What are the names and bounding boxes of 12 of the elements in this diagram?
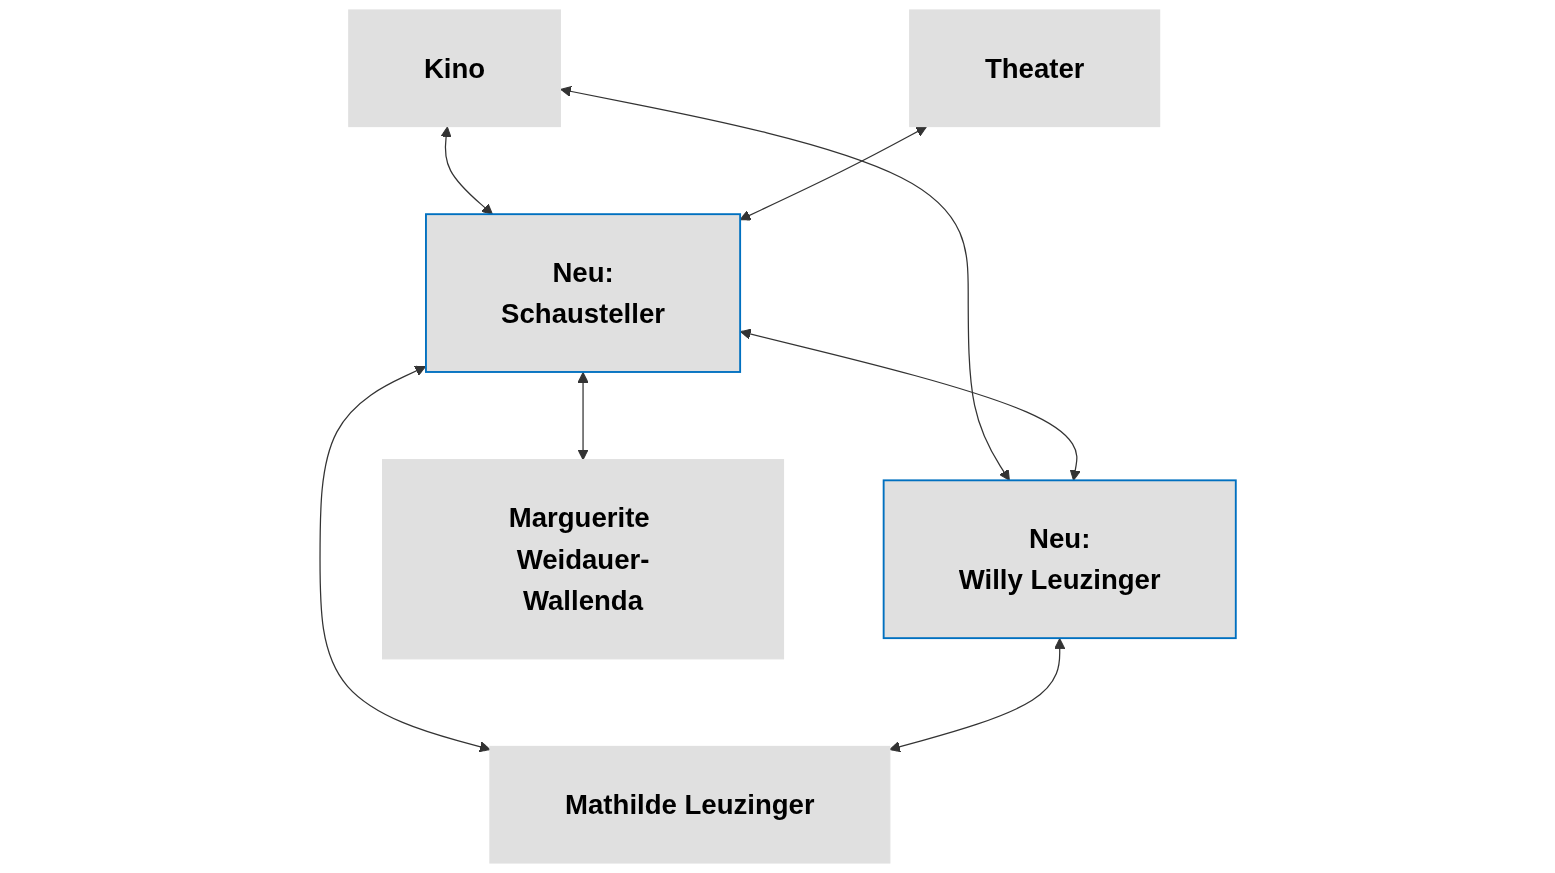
arrow: [440, 126, 493, 215]
arrow: [739, 126, 927, 221]
node-box: Mathilde Leuzinger: [488, 745, 890, 864]
arrow: [559, 85, 1010, 481]
node-box: Theater: [908, 9, 1160, 128]
node-box: Neu: Willy Leuzinger: [882, 479, 1237, 640]
node-box: Kino: [347, 9, 561, 128]
node-box: Neu: Schausteller: [424, 213, 741, 373]
arrow: [577, 372, 589, 461]
node-box: Marguerite Weidauer-Wallenda: [381, 459, 784, 660]
arrow: [888, 638, 1065, 753]
arrow: [739, 328, 1081, 481]
